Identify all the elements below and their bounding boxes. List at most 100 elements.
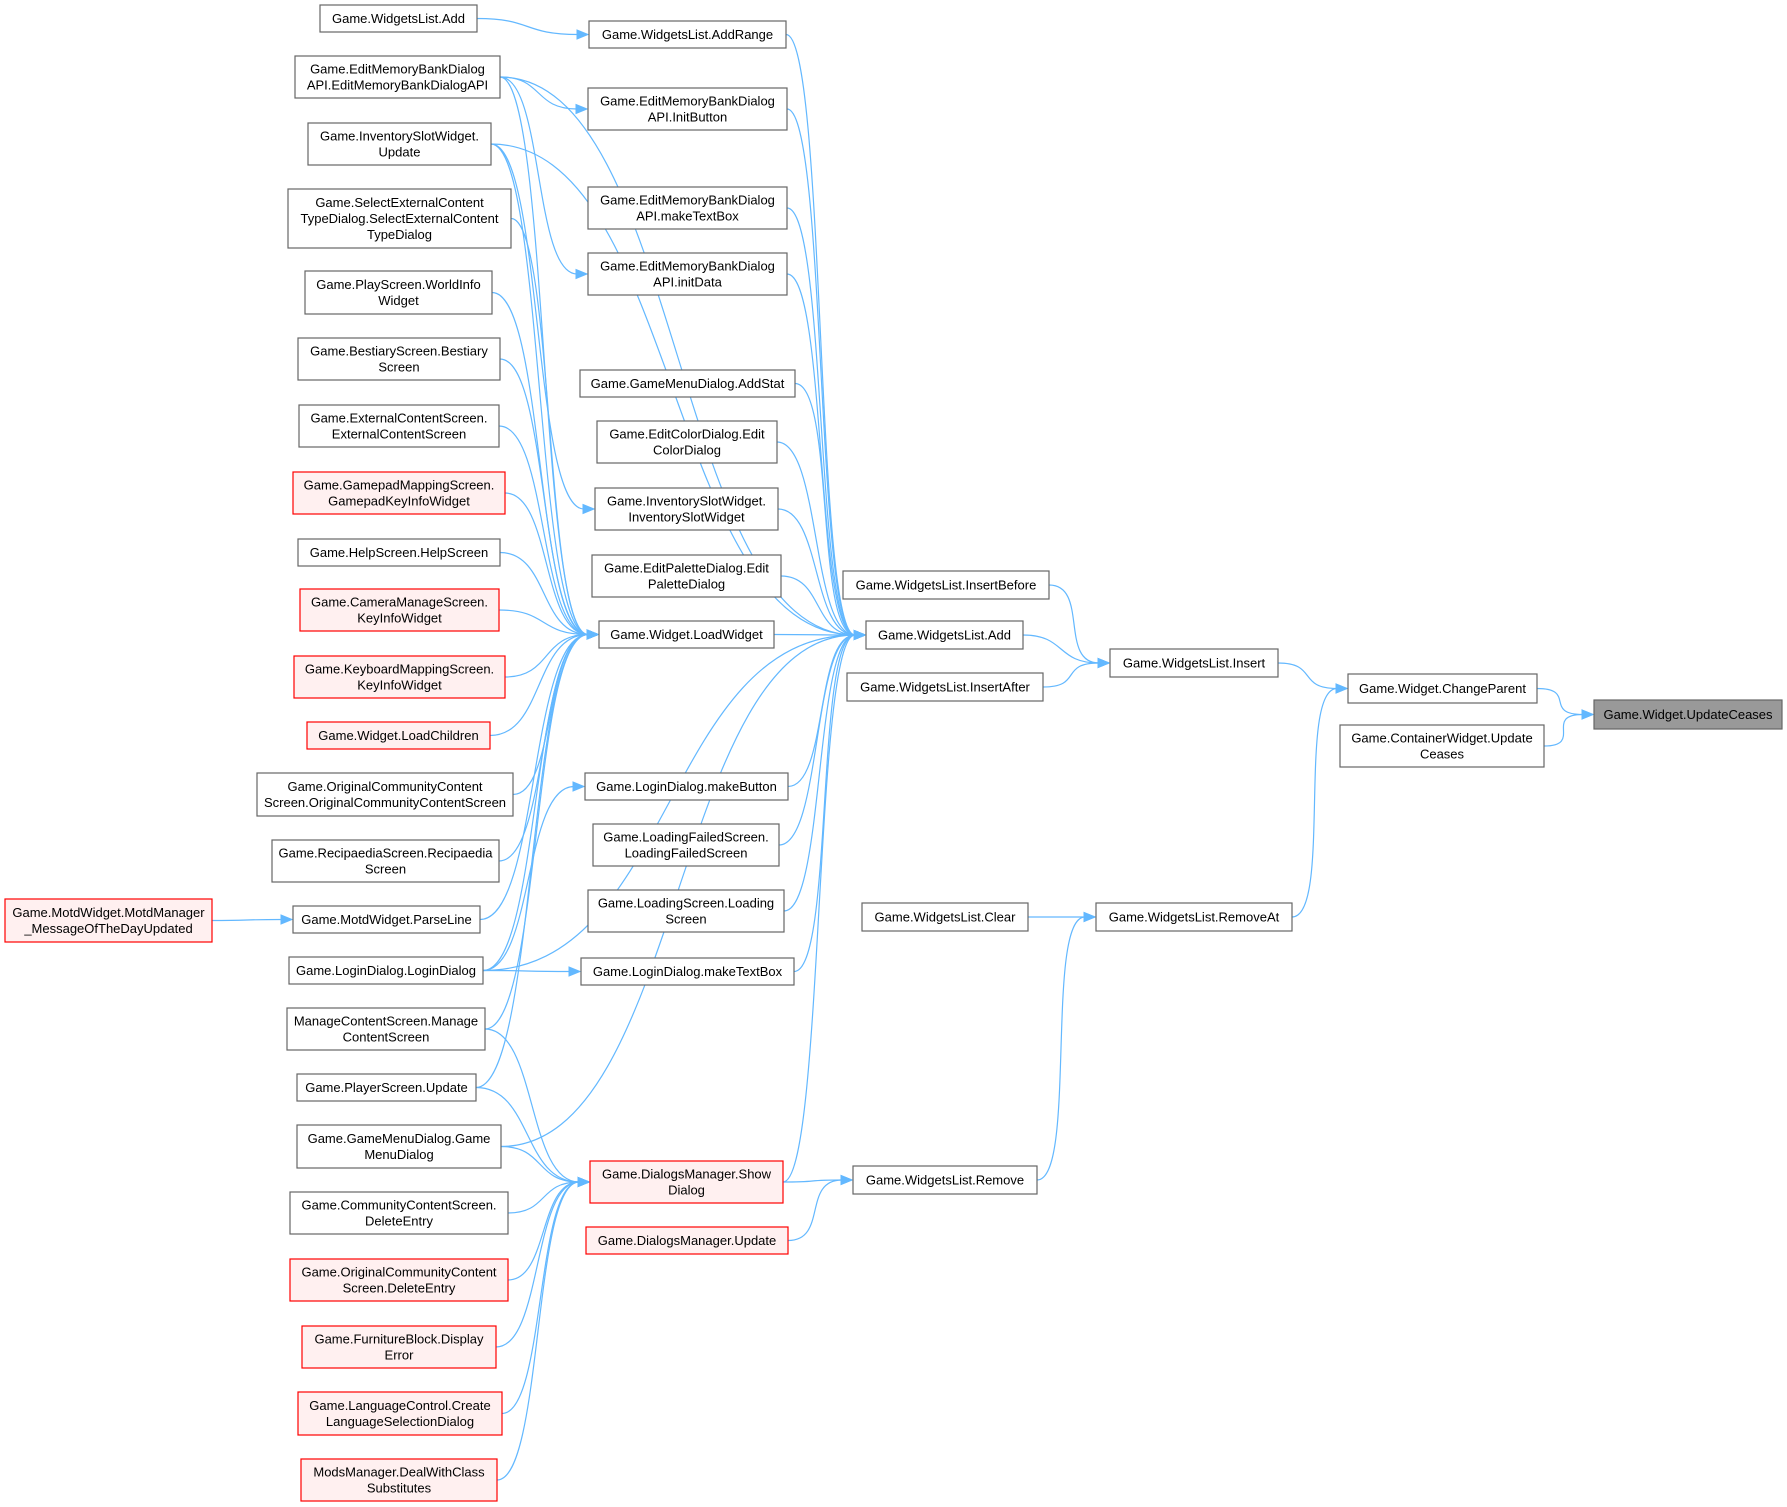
graph-node-wladd[interactable]: Game.WidgetsList.Add xyxy=(865,620,1024,650)
graph-node-editpalette[interactable]: Game.EditPaletteDialog.EditPaletteDialog xyxy=(591,554,782,598)
graph-node-insertbefore[interactable]: Game.WidgetsList.InsertBefore xyxy=(842,570,1050,600)
graph-node-origdelete[interactable]: Game.OriginalCommunityContentScreen.Dele… xyxy=(289,1258,509,1302)
node-box[interactable] xyxy=(587,252,788,296)
node-box[interactable] xyxy=(287,188,512,249)
node-box[interactable] xyxy=(587,87,788,131)
node-box[interactable] xyxy=(297,337,501,381)
graph-node-insertafter[interactable]: Game.WidgetsList.InsertAfter xyxy=(846,672,1044,702)
node-box[interactable] xyxy=(596,420,778,464)
graph-node-containerupdate[interactable]: Game.ContainerWidget.UpdateCeases xyxy=(1339,724,1545,768)
graph-node-language[interactable]: Game.LanguageControl.CreateLanguageSelec… xyxy=(297,1391,503,1436)
graph-node-playerupdate[interactable]: Game.PlayerScreen.Update xyxy=(296,1073,477,1102)
node-box[interactable] xyxy=(4,898,213,943)
node-box[interactable] xyxy=(592,823,780,867)
node-box[interactable] xyxy=(584,772,789,801)
node-box[interactable] xyxy=(589,1160,784,1204)
graph-node-loadingfailed[interactable]: Game.LoadingFailedScreen.LoadingFailedSc… xyxy=(592,823,780,867)
graph-node-camera[interactable]: Game.CameraManageScreen.KeyInfoWidget xyxy=(299,588,500,632)
graph-node-motdupdated[interactable]: Game.MotdWidget.MotdManager_MessageOfThe… xyxy=(4,898,213,943)
graph-node-makebutton[interactable]: Game.LoginDialog.makeButton xyxy=(584,772,789,801)
node-box[interactable] xyxy=(591,554,782,598)
node-box[interactable] xyxy=(300,1458,498,1502)
graph-node-maketextbox_emb[interactable]: Game.EditMemoryBankDialogAPI.makeTextBox xyxy=(587,186,788,230)
graph-node-keyboard[interactable]: Game.KeyboardMappingScreen.KeyInfoWidget xyxy=(293,655,506,699)
node-box[interactable] xyxy=(293,655,506,699)
graph-node-embapi[interactable]: Game.EditMemoryBankDialogAPI.EditMemoryB… xyxy=(294,55,501,99)
node-box[interactable] xyxy=(585,1226,789,1255)
node-box[interactable] xyxy=(1109,648,1279,678)
node-box[interactable] xyxy=(842,570,1050,600)
node-box[interactable] xyxy=(307,122,492,166)
graph-node-wladd2[interactable]: Game.WidgetsList.Add xyxy=(319,4,478,33)
graph-node-communitydelete[interactable]: Game.CommunityContentScreen.DeleteEntry xyxy=(289,1191,509,1235)
node-box[interactable] xyxy=(588,20,787,49)
node-box[interactable] xyxy=(1593,699,1783,730)
node-box[interactable] xyxy=(256,772,514,817)
node-box[interactable] xyxy=(298,404,500,448)
graph-node-root[interactable]: Game.Widget.UpdateCeases xyxy=(1593,699,1783,730)
node-box[interactable] xyxy=(304,270,493,315)
node-box[interactable] xyxy=(1347,673,1538,704)
node-box[interactable] xyxy=(299,588,500,632)
node-box[interactable] xyxy=(580,957,795,986)
node-box[interactable] xyxy=(587,186,788,230)
graph-node-gamemenu[interactable]: Game.GameMenuDialog.GameMenuDialog xyxy=(296,1124,502,1169)
graph-node-origcommunity[interactable]: Game.OriginalCommunityContentScreen.Orig… xyxy=(256,772,514,817)
node-box[interactable] xyxy=(861,902,1029,932)
graph-node-bestiary[interactable]: Game.BestiaryScreen.BestiaryScreen xyxy=(297,337,501,381)
graph-node-invslotctor[interactable]: Game.InventorySlotWidget.InventorySlotWi… xyxy=(594,487,779,531)
node-box[interactable] xyxy=(852,1165,1038,1195)
graph-node-selectext[interactable]: Game.SelectExternalContentTypeDialog.Sel… xyxy=(287,188,512,249)
graph-node-loadwidget[interactable]: Game.Widget.LoadWidget xyxy=(598,620,775,649)
graph-node-insert[interactable]: Game.WidgetsList.Insert xyxy=(1109,648,1279,678)
graph-node-addstat[interactable]: Game.GameMenuDialog.AddStat xyxy=(579,369,796,398)
node-box[interactable] xyxy=(296,1124,502,1169)
graph-node-remove[interactable]: Game.WidgetsList.Remove xyxy=(852,1165,1038,1195)
node-box[interactable] xyxy=(846,672,1044,702)
node-box[interactable] xyxy=(297,538,501,567)
graph-node-logindialog[interactable]: Game.LoginDialog.LoginDialog xyxy=(288,956,484,985)
node-box[interactable] xyxy=(587,889,785,933)
node-box[interactable] xyxy=(319,4,478,33)
graph-node-changeparent[interactable]: Game.Widget.ChangeParent xyxy=(1347,673,1538,704)
graph-node-managecontent[interactable]: ManageContentScreen.ManageContentScreen xyxy=(286,1007,486,1051)
node-box[interactable] xyxy=(579,369,796,398)
node-box[interactable] xyxy=(306,721,491,750)
node-box[interactable] xyxy=(1339,724,1545,768)
graph-node-externalcontent[interactable]: Game.ExternalContentScreen.ExternalConte… xyxy=(298,404,500,448)
graph-node-maketextbox_login[interactable]: Game.LoginDialog.makeTextBox xyxy=(580,957,795,986)
graph-node-initdata[interactable]: Game.EditMemoryBankDialogAPI.initData xyxy=(587,252,788,296)
node-box[interactable] xyxy=(301,1325,497,1369)
graph-node-loadingscreen[interactable]: Game.LoadingScreen.LoadingScreen xyxy=(587,889,785,933)
node-box[interactable] xyxy=(286,1007,486,1051)
graph-node-editcolor[interactable]: Game.EditColorDialog.EditColorDialog xyxy=(596,420,778,464)
node-box[interactable] xyxy=(865,620,1024,650)
graph-node-clear[interactable]: Game.WidgetsList.Clear xyxy=(861,902,1029,932)
node-box[interactable] xyxy=(289,1258,509,1302)
node-box[interactable] xyxy=(271,839,500,883)
graph-node-gamepad[interactable]: Game.GamepadMappingScreen.GamepadKeyInfo… xyxy=(292,471,506,515)
graph-node-dmupdate[interactable]: Game.DialogsManager.Update xyxy=(585,1226,789,1255)
node-box[interactable] xyxy=(1095,902,1293,932)
node-box[interactable] xyxy=(598,620,775,649)
graph-node-addrange[interactable]: Game.WidgetsList.AddRange xyxy=(588,20,787,49)
node-box[interactable] xyxy=(296,1073,477,1102)
node-box[interactable] xyxy=(289,1191,509,1235)
graph-node-loadchildren[interactable]: Game.Widget.LoadChildren xyxy=(306,721,491,750)
node-box[interactable] xyxy=(288,956,484,985)
node-box[interactable] xyxy=(292,905,481,934)
graph-node-removeat[interactable]: Game.WidgetsList.RemoveAt xyxy=(1095,902,1293,932)
node-box[interactable] xyxy=(292,471,506,515)
graph-node-invslotupdate[interactable]: Game.InventorySlotWidget.Update xyxy=(307,122,492,166)
node-box[interactable] xyxy=(294,55,501,99)
graph-node-help[interactable]: Game.HelpScreen.HelpScreen xyxy=(297,538,501,567)
graph-node-initbutton[interactable]: Game.EditMemoryBankDialogAPI.InitButton xyxy=(587,87,788,131)
node-box[interactable] xyxy=(297,1391,503,1436)
graph-node-recipaedia[interactable]: Game.RecipaediaScreen.RecipaediaScreen xyxy=(271,839,500,883)
graph-node-parseline[interactable]: Game.MotdWidget.ParseLine xyxy=(292,905,481,934)
node-box[interactable] xyxy=(594,487,779,531)
